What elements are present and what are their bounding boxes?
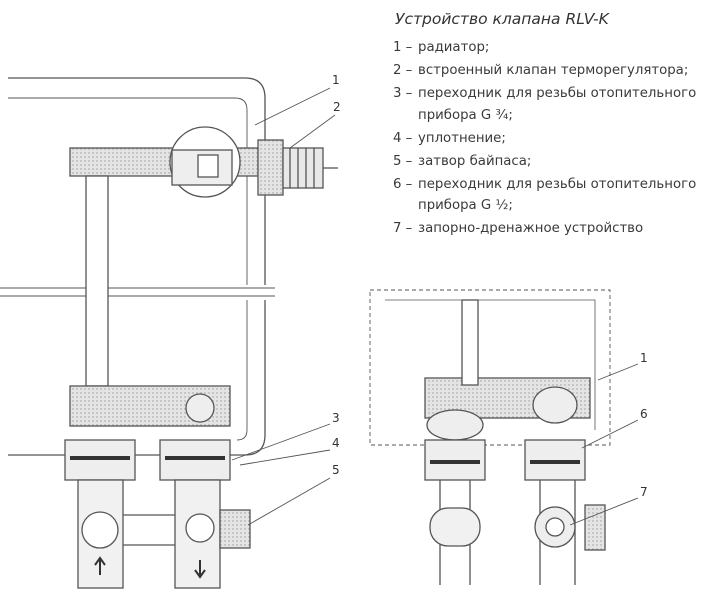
legend-num: 7 – <box>393 221 413 236</box>
legend-text: переходник для резьбы отопительного приб… <box>418 176 697 214</box>
legend-item: 3 – переходник для резьбы отопительного п… <box>393 83 708 126</box>
callout-3: 3 <box>332 411 340 425</box>
legend-num: 1 – <box>393 40 413 55</box>
legend-text: запорно-дренажное устройство <box>418 221 644 236</box>
legend-num: 2 – <box>393 63 413 78</box>
callout-2: 2 <box>333 100 341 114</box>
legend-num: 5 – <box>393 153 413 169</box>
legend-text: уплотнение; <box>418 130 506 146</box>
legend-num: 4 – <box>393 130 413 146</box>
legend-item: 4 – уплотнение; <box>393 128 708 150</box>
legend: Устройство клапана RLV-K 1 – радиатор; 2 … <box>393 10 708 241</box>
legend-item: 6 – переходник для резьбы отопительного п… <box>393 174 708 217</box>
diagram-title: Устройство клапана RLV-K <box>395 10 609 28</box>
callout-6: 6 <box>640 407 648 421</box>
legend-text: затвор байпаса; <box>418 153 532 169</box>
legend-num: 6 – <box>393 176 413 192</box>
legend-item: 1 – радиатор; <box>393 37 708 59</box>
callout-4: 4 <box>332 436 340 450</box>
legend-text: встроенный клапан терморегулятора; <box>418 63 689 78</box>
legend-num: 3 – <box>393 86 413 101</box>
callout-1: 1 <box>332 73 340 87</box>
leader-lines <box>231 87 639 526</box>
right-radiator <box>369 289 611 446</box>
legend-item: 5 – затвор байпаса; <box>393 151 708 173</box>
callout-1-right: 1 <box>640 351 648 365</box>
callout-7: 7 <box>640 485 648 499</box>
callout-5: 5 <box>332 463 340 477</box>
legend-item: 2 – встроенный клапан терморегулятора; <box>393 60 708 82</box>
callouts: 1 2 3 4 5 1 6 7 <box>332 73 648 499</box>
legend-text: переходник для резьбы отопительного приб… <box>418 86 697 123</box>
legend-text: радиатор; <box>418 40 490 55</box>
left-valve-body <box>64 385 251 589</box>
legend-item: 7 – запорно-дренажное устройство <box>393 218 708 240</box>
thermostatic-valve <box>69 126 338 387</box>
right-valve-body <box>424 299 606 585</box>
